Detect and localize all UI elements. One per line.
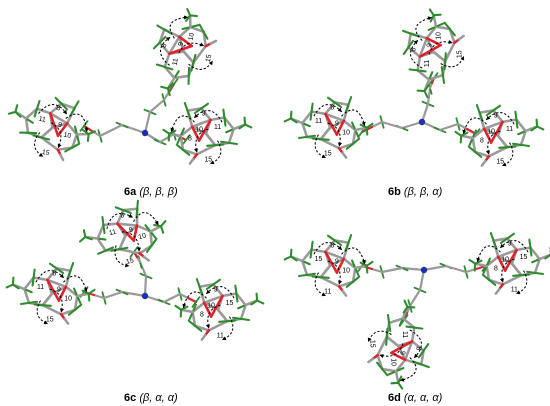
locant-label: 15	[125, 257, 134, 266]
locant-label: 8	[480, 138, 484, 145]
locant-label: 8	[494, 266, 498, 273]
locant-label: 9	[177, 41, 185, 46]
locant-label: 8	[188, 136, 192, 143]
caption-6c-id: 6c	[124, 392, 137, 404]
caption-6d-config: (α, α, α)	[403, 392, 443, 404]
locant-label: 11	[511, 286, 518, 293]
locant-label: 10	[487, 128, 495, 135]
artemisinin-unit-6d-1: 15 8 910 11	[283, 234, 374, 297]
locant-label: 15	[496, 158, 504, 165]
locant-label: 8	[415, 346, 422, 350]
locant-label: 10	[64, 296, 72, 303]
locant-label: 11	[324, 288, 331, 295]
locant-label: 9	[335, 120, 339, 127]
locant-label: 11	[172, 58, 180, 66]
locant-label: 8	[52, 270, 56, 277]
artemisinin-unit-6d-2: 11 8 910 15	[367, 299, 430, 390]
locant-label: 15	[46, 316, 54, 323]
caption-6a-id: 6a	[124, 186, 137, 198]
caption-6d: 6d (α, α, α)	[388, 392, 442, 404]
artemisinin-unit-6c-2: 11 89 10 15	[78, 199, 167, 268]
locant-label: 15	[324, 150, 332, 157]
artemisinin-unit-6c-1: 11 8 910 15	[5, 262, 96, 325]
artemisinin-unit-6b-1: 11 8 910 15	[283, 96, 374, 159]
locant-label: 8	[330, 242, 334, 249]
artemisinin-unit-6d-3: 15 9 108 11	[468, 232, 550, 295]
locant-label: 8	[56, 105, 61, 113]
locant-label: 15	[226, 300, 234, 307]
artemisinin-unit-6b-3: 11 9 108 15	[454, 104, 545, 167]
locant-label: 15	[369, 340, 376, 348]
locant-label: 11	[401, 331, 408, 338]
locant-label: 10	[342, 268, 350, 275]
locant-label: 9	[57, 121, 62, 129]
locant-label: 11	[424, 60, 431, 67]
artemisinin-unit-6b-2: 11 8 910 15	[402, 8, 465, 99]
locant-label: 10	[436, 32, 443, 40]
artemisinin-unit-6a-3: 11 9 108 15	[162, 102, 253, 165]
nitrogen-atom	[418, 118, 426, 126]
caption-6a: 6a (β, β, β)	[124, 186, 178, 198]
locant-label: 9	[399, 351, 406, 355]
locant-label: 11	[214, 124, 221, 131]
locant-label: 8	[410, 48, 417, 52]
locant-label: 9	[494, 112, 498, 119]
caption-6b-config: (β, β, α)	[403, 186, 443, 198]
locant-label: 8	[330, 104, 334, 111]
locant-label: 10	[501, 256, 509, 263]
locant-label: 15	[205, 54, 213, 63]
locant-label: 15	[41, 149, 50, 157]
locant-label: 11	[506, 126, 513, 133]
locant-label: 8	[200, 312, 204, 319]
artemisinin-unit-6a-2: 11 8 910 15	[152, 8, 218, 97]
locant-label: 9	[335, 258, 339, 265]
locant-label: 15	[204, 156, 212, 163]
locant-label: 11	[315, 118, 322, 125]
locant-label: 15	[456, 50, 463, 58]
locant-label: 9	[214, 286, 218, 293]
caption-6b-id: 6b	[388, 186, 401, 198]
locant-label: 11	[217, 332, 224, 339]
locant-label: 8	[120, 212, 126, 220]
nitrogen-atom	[141, 292, 149, 300]
locant-label: 10	[63, 132, 72, 140]
locant-label: 15	[520, 254, 528, 261]
caption-6c-config: (β, α, α)	[139, 392, 178, 404]
artemisinin-unit-6a-1: 11 8 910 15	[7, 96, 96, 162]
caption-6a-config: (β, β, β)	[139, 186, 178, 198]
caption-6c: 6c (β, α, α)	[124, 392, 178, 404]
locant-label: 10	[207, 302, 215, 309]
locant-label: 9	[508, 240, 512, 247]
locant-label: 11	[37, 284, 44, 291]
locant-label: 9	[426, 43, 433, 47]
locant-label: 10	[138, 232, 147, 241]
locant-label: 10	[389, 358, 396, 366]
locant-label: 9	[57, 286, 61, 293]
locant-label: 8	[161, 43, 169, 48]
nitrogen-atom	[141, 129, 149, 137]
locant-label: 10	[342, 130, 350, 137]
caption-6d-id: 6d	[388, 392, 401, 404]
caption-6b: 6b (β, β, α)	[388, 186, 442, 198]
locant-label: 10	[188, 32, 196, 41]
locant-label: 11	[38, 116, 46, 124]
nitrogen-atom	[420, 266, 428, 274]
locant-label: 11	[108, 229, 117, 238]
locant-label: 9	[128, 226, 134, 234]
artemisinin-unit-6c-3: 15 9 108 11	[174, 278, 265, 341]
locant-label: 10	[195, 126, 203, 133]
locant-label: 9	[202, 110, 206, 117]
locant-label: 15	[315, 256, 323, 263]
